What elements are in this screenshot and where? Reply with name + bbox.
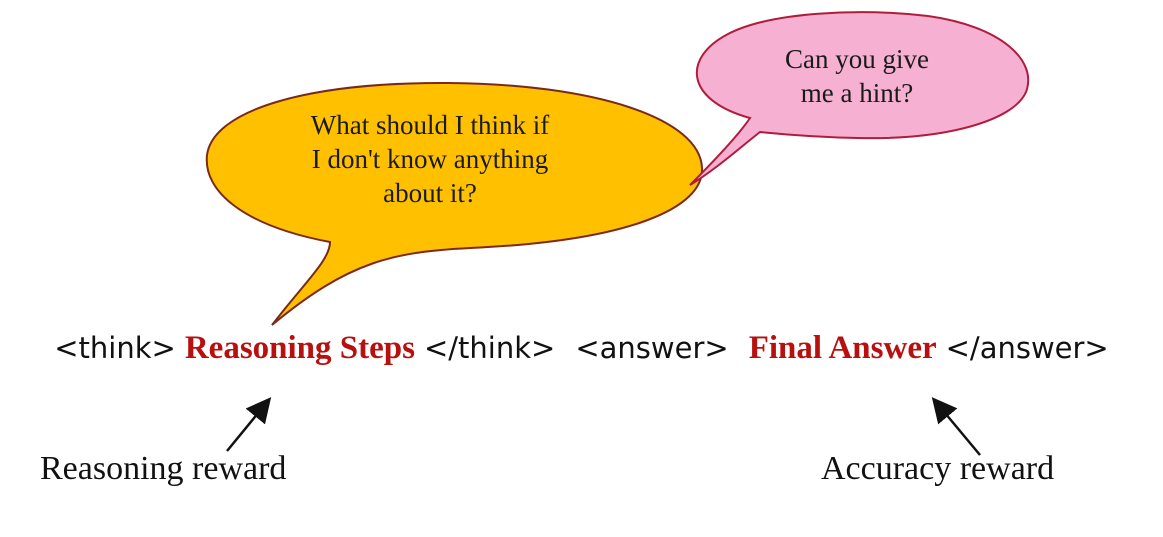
- think-close-tag: </think>: [423, 331, 556, 365]
- accuracy-reward-arrow: [931, 397, 981, 456]
- answer-open-tag: <answer>: [575, 331, 729, 365]
- final-answer-slot: Final Answer: [748, 330, 937, 366]
- answer-close-tag: </answer>: [945, 331, 1109, 365]
- hint-line-2: me a hint?: [800, 78, 914, 108]
- hint-bubble: [689, 11, 1030, 186]
- thought-line-3: about it?: [383, 178, 477, 208]
- reasoning-steps-slot: Reasoning Steps: [184, 330, 415, 366]
- thought-line-2: I don't know anything: [311, 144, 549, 174]
- hint-line-1: Can you give: [785, 44, 929, 74]
- hint-bubble-text: Can you give me a hint?: [742, 42, 972, 110]
- accuracy-reward-label: Accuracy reward: [821, 450, 1055, 487]
- think-open-tag: <think>: [54, 331, 176, 365]
- output-format-template: <think> Reasoning Steps </think> <answer…: [0, 330, 1163, 367]
- reasoning-reward-arrow: [226, 397, 272, 452]
- thought-line-1: What should I think if: [310, 110, 550, 140]
- thought-bubble: [205, 81, 704, 326]
- thought-bubble-text: What should I think if I don't know anyt…: [270, 108, 590, 210]
- reasoning-reward-label: Reasoning reward: [40, 450, 287, 487]
